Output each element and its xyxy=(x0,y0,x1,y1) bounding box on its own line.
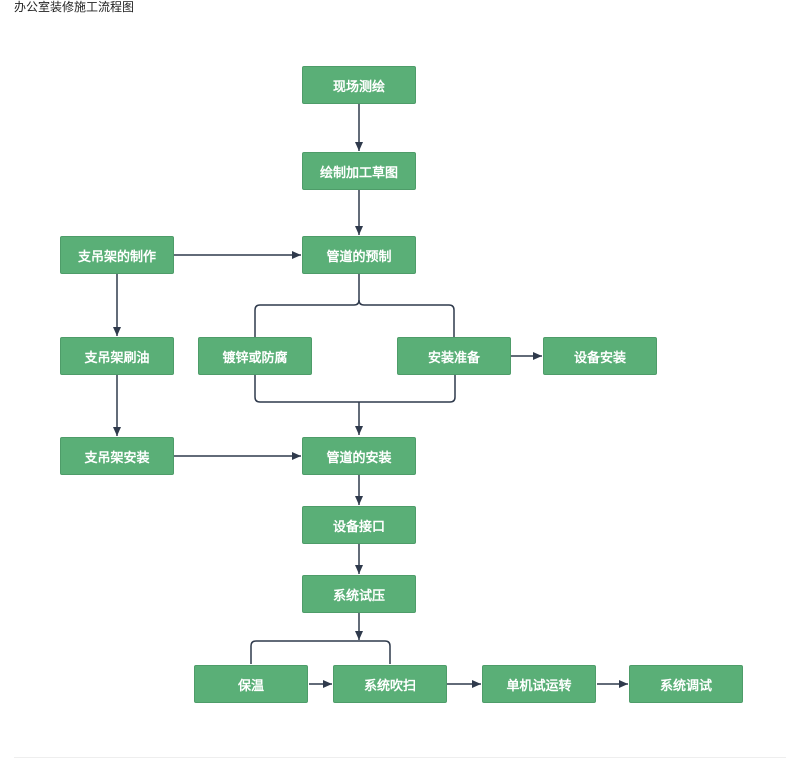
node-insulation: 保温 xyxy=(194,665,308,703)
node-equip-install: 设备安装 xyxy=(543,337,657,375)
node-pipe-prefab: 管道的预制 xyxy=(302,236,416,274)
node-sys-debug: 系统调试 xyxy=(629,665,743,703)
connector-prefab-split xyxy=(254,274,360,337)
node-draft: 绘制加工草图 xyxy=(302,152,416,190)
node-support-make: 支吊架的制作 xyxy=(60,236,174,274)
node-install-prep: 安装准备 xyxy=(397,337,511,375)
connector-merge-left xyxy=(254,375,456,403)
page-title: 办公室装修施工流程图 xyxy=(14,0,135,14)
connector-prefab-split-right xyxy=(358,299,455,337)
node-support-paint: 支吊架刷油 xyxy=(60,337,174,375)
node-galvanize: 镀锌或防腐 xyxy=(198,337,312,375)
node-equip-connect: 设备接口 xyxy=(302,506,416,544)
node-pressure-test: 系统试压 xyxy=(302,575,416,613)
connector-pressure-bracket xyxy=(250,640,391,664)
node-single-run: 单机试运转 xyxy=(482,665,596,703)
node-purge: 系统吹扫 xyxy=(333,665,447,703)
bottom-divider xyxy=(14,757,786,758)
node-survey: 现场测绘 xyxy=(302,66,416,104)
node-pipe-install: 管道的安装 xyxy=(302,437,416,475)
node-support-install: 支吊架安装 xyxy=(60,437,174,475)
